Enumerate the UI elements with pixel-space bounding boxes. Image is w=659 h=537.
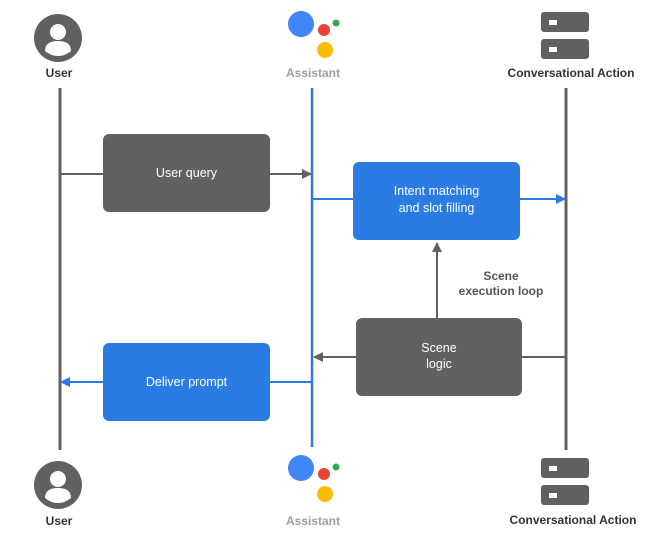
deliver-prompt-label: Deliver prompt: [146, 375, 228, 389]
user-label-bottom: User: [46, 514, 73, 528]
action-label-bottom: Conversational Action: [510, 513, 637, 527]
scene-logic-label-line2: logic: [426, 357, 452, 371]
assistant-label-top: Assistant: [286, 66, 340, 80]
intent-matching-box: Intent matching and slot filling: [353, 162, 520, 240]
action-label-top: Conversational Action: [508, 66, 635, 80]
scene-loop-note-line1: Scene: [483, 269, 519, 283]
assistant-label-bottom: Assistant: [286, 514, 340, 528]
deliver-prompt-box: Deliver prompt: [103, 343, 270, 421]
server-icon: [541, 458, 589, 505]
scene-logic-label-line1: Scene: [421, 341, 456, 355]
assistant-icon: [288, 455, 340, 502]
intent-matching-label-line1: Intent matching: [394, 184, 480, 198]
user-avatar-icon: [34, 461, 82, 509]
assistant-icon: [288, 11, 340, 58]
user-query-label: User query: [156, 166, 218, 180]
user-label-top: User: [46, 66, 73, 80]
user-avatar-icon: [34, 14, 82, 62]
server-icon: [541, 12, 589, 59]
user-query-box: User query: [103, 134, 270, 212]
scene-logic-box: Scene logic: [356, 318, 522, 396]
intent-matching-label-line2: and slot filling: [399, 201, 475, 215]
scene-loop-note-line2: execution loop: [459, 284, 544, 298]
